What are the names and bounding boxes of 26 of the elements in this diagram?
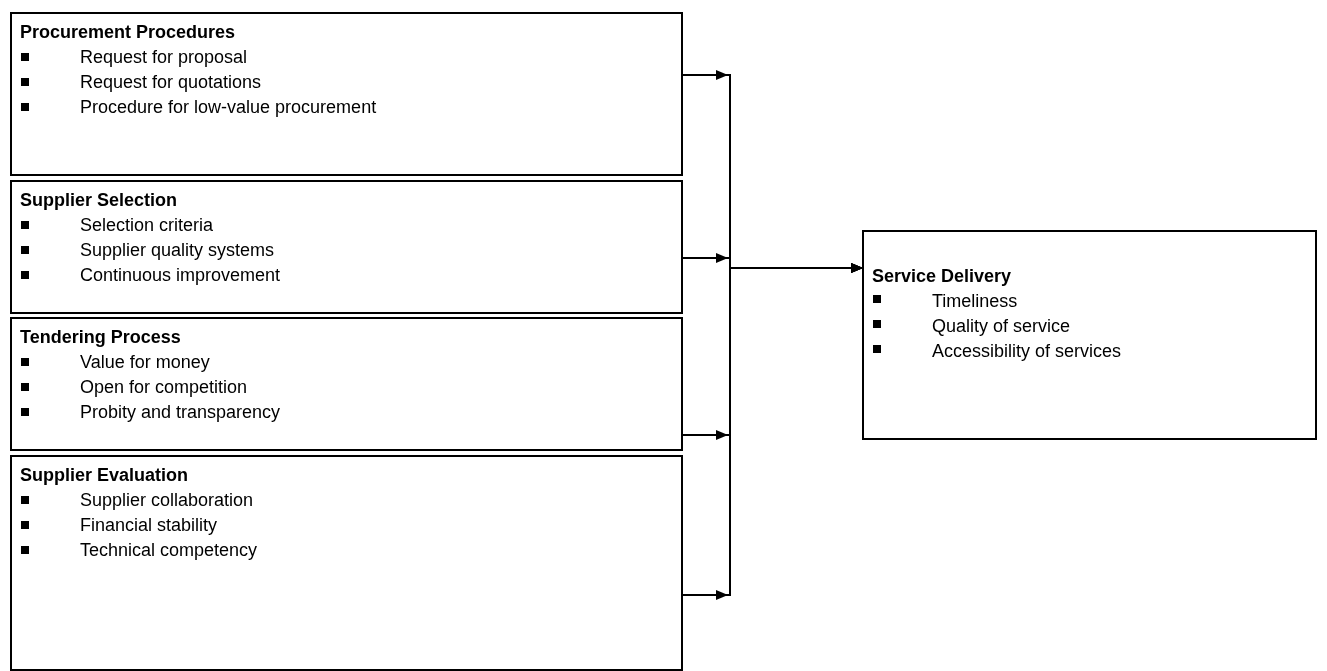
- list-item: Timeliness: [932, 290, 1018, 313]
- list-item: Selection criteria: [80, 214, 214, 237]
- list-item: Probity and transparency: [80, 401, 281, 424]
- list-item: Value for money: [80, 351, 210, 374]
- process-box: [10, 455, 683, 671]
- process-box: [862, 230, 1317, 440]
- box-heading: Supplier Selection: [20, 189, 179, 212]
- list-item: Procedure for low-value procurement: [80, 96, 377, 119]
- box-heading: Service Delivery: [872, 265, 1013, 288]
- arrow: [682, 263, 863, 596]
- list-item: Continuous improvement: [80, 264, 281, 287]
- box-heading: Procurement Procedures: [20, 21, 237, 44]
- box-heading: Tendering Process: [20, 326, 182, 349]
- list-item: Supplier collaboration: [80, 489, 254, 512]
- process-box: [10, 317, 683, 451]
- list-item: Request for quotations: [80, 71, 262, 94]
- list-item: Open for competition: [80, 376, 248, 399]
- box-heading: Supplier Evaluation: [20, 464, 190, 487]
- list-item: Technical competency: [80, 539, 258, 562]
- list-item: Accessibility of services: [932, 340, 1122, 363]
- process-box: [10, 180, 683, 314]
- list-item: Request for proposal: [80, 46, 248, 69]
- list-item: Supplier quality systems: [80, 239, 275, 262]
- list-item: Financial stability: [80, 514, 218, 537]
- process-box: [10, 12, 683, 176]
- list-item: Quality of service: [932, 315, 1071, 338]
